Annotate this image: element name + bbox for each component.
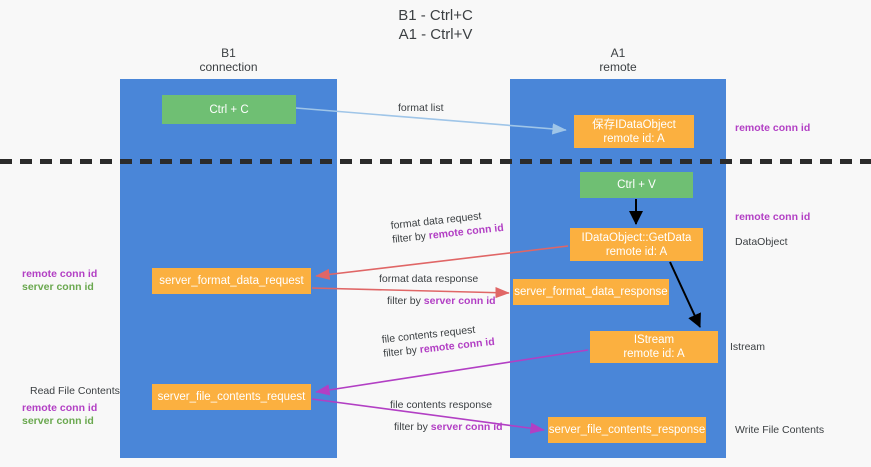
- node-ctrl-v-label: Ctrl + V: [617, 179, 656, 191]
- edge-label-format-data-response-text: format data response: [379, 273, 479, 285]
- node-ctrl-c[interactable]: Ctrl + C: [162, 95, 296, 124]
- arrow-format-list: [295, 107, 567, 135]
- edge-label-format-list-text: format list: [398, 102, 444, 114]
- column-header-b1: B1 connection: [120, 46, 337, 74]
- annotation-remote-conn-id-middle: remote conn id: [735, 211, 811, 223]
- annotation-write-file-contents: Write File Contents: [735, 424, 825, 436]
- annotation-istream: Istream: [730, 341, 766, 353]
- column-header-a1-subtitle: remote: [599, 60, 637, 74]
- edge-label-file-contents-response-filter: filter by server conn id: [394, 420, 503, 434]
- node-server-format-data-response[interactable]: server_format_data_response: [513, 279, 669, 305]
- annotation-remote-conn-id-left-2: remote conn id: [22, 402, 98, 414]
- annotation-remote-conn-id-top: remote conn id: [735, 122, 811, 134]
- node-saved-idataobject[interactable]: 保存IDataObject remote id: A: [574, 115, 694, 148]
- column-header-b1-name: B1: [221, 46, 236, 60]
- node-ctrl-c-label: Ctrl + C: [209, 103, 249, 116]
- node-server-file-contents-request-label: server_file_contents_request: [157, 391, 306, 403]
- annotation-dataobject: DataObject: [735, 236, 788, 248]
- node-ctrl-v[interactable]: Ctrl + V: [580, 172, 693, 198]
- node-istream[interactable]: IStream remote id: A: [590, 331, 718, 363]
- column-header-b1-subtitle: connection: [199, 60, 258, 74]
- edge-label-file-contents-response: file contents response filter by server …: [390, 398, 503, 434]
- edge-label-file-contents-response-filter-key: server conn id: [430, 421, 503, 433]
- edge-label-format-data-response-filter-prefix: filter by: [387, 295, 424, 307]
- annotation-conn-ids-bottom: remote conn id server conn id: [22, 402, 97, 428]
- arrow-file-contents-response: [311, 398, 545, 434]
- annotation-server-conn-id-left-1: server conn id: [22, 281, 94, 293]
- title-line-1: B1 - Ctrl+C: [398, 7, 473, 24]
- phase-divider: [0, 159, 871, 164]
- edge-label-format-data-response: format data response filter by server co…: [379, 272, 496, 308]
- node-server-format-data-response-label: server_format_data_response: [514, 286, 668, 298]
- edge-label-file-contents-response-filter-prefix: filter by: [394, 421, 431, 433]
- node-server-file-contents-response[interactable]: server_file_contents_response: [548, 417, 706, 443]
- annotation-remote-conn-id-left-1: remote conn id: [22, 268, 98, 280]
- arrow-file-contents-request: [315, 349, 589, 396]
- node-server-format-data-request[interactable]: server_format_data_request: [152, 268, 311, 294]
- column-header-a1-name: A1: [610, 46, 626, 60]
- node-idataobject-getdata-sublabel: remote id: A: [605, 245, 668, 258]
- annotation-read-file-contents: Read File Contents: [30, 385, 120, 397]
- annotation-conn-ids-middle: remote conn id server conn id: [22, 268, 97, 294]
- node-saved-idataobject-sublabel: remote id: A: [603, 132, 665, 145]
- title-line-2: A1 - Ctrl+V: [398, 26, 473, 43]
- node-idataobject-getdata[interactable]: IDataObject::GetData remote id: A: [570, 228, 703, 261]
- edge-label-format-data-response-filter-key: server conn id: [423, 295, 496, 307]
- annotation-server-conn-id-left-2: server conn id: [22, 415, 94, 427]
- node-server-file-contents-response-label: server_file_contents_response: [548, 424, 706, 436]
- node-server-format-data-request-label: server_format_data_request: [159, 275, 304, 287]
- arrow-format-data-request: [315, 245, 569, 280]
- edge-label-format-data-response-filter: filter by server conn id: [387, 294, 496, 308]
- edge-label-format-list: format list: [398, 101, 444, 115]
- node-istream-sublabel: remote id: A: [623, 348, 685, 360]
- page-title: B1 - Ctrl+C A1 - Ctrl+V: [0, 6, 871, 44]
- edge-label-format-data-request-filter-prefix: filter by: [391, 229, 430, 246]
- edge-label-file-contents-request-filter-prefix: filter by: [382, 343, 421, 360]
- column-header-a1: A1 remote: [510, 46, 726, 74]
- node-server-file-contents-request[interactable]: server_file_contents_request: [152, 384, 311, 410]
- node-istream-label: IStream: [633, 334, 675, 346]
- node-idataobject-getdata-label: IDataObject::GetData: [581, 231, 692, 244]
- edge-label-file-contents-response-text: file contents response: [390, 399, 493, 411]
- arrow-response-to-istream: [669, 261, 701, 328]
- arrow-format-data-response: [311, 287, 510, 299]
- node-saved-idataobject-label: 保存IDataObject: [592, 118, 676, 131]
